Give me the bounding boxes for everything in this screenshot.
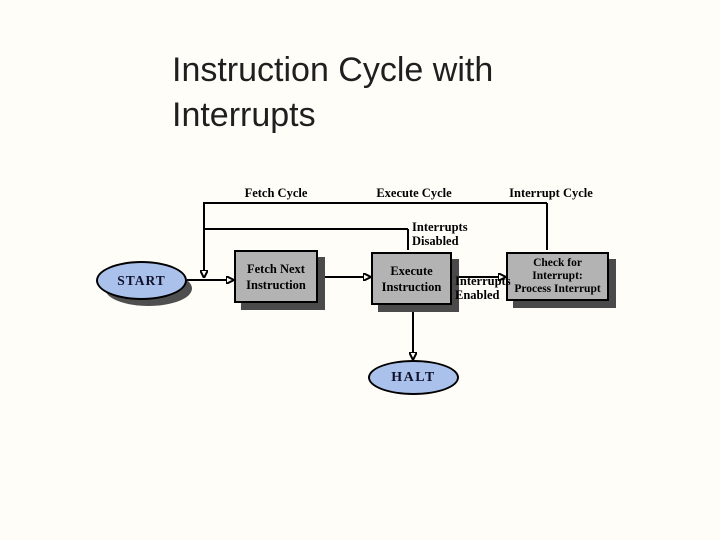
- node-check-for-interrupt: Check for Interrupt: Process Interrupt: [506, 252, 609, 301]
- note-interrupts-disabled: Interrupts Disabled: [412, 220, 468, 248]
- cycle-label-fetch: Fetch Cycle: [244, 186, 308, 200]
- cycle-label-execute: Execute Cycle: [376, 186, 452, 200]
- node-halt: HALT: [368, 360, 459, 395]
- node-execute-instruction: Execute Instruction: [371, 252, 452, 305]
- node-start: START: [96, 261, 187, 300]
- note-interrupts-enabled: Interrupts Enabled: [455, 274, 511, 302]
- cycle-label-interrupt: Interrupt Cycle: [509, 186, 593, 200]
- page-title: Instruction Cycle with Interrupts: [172, 51, 494, 134]
- node-fetch-next-instruction: Fetch Next Instruction: [234, 250, 318, 303]
